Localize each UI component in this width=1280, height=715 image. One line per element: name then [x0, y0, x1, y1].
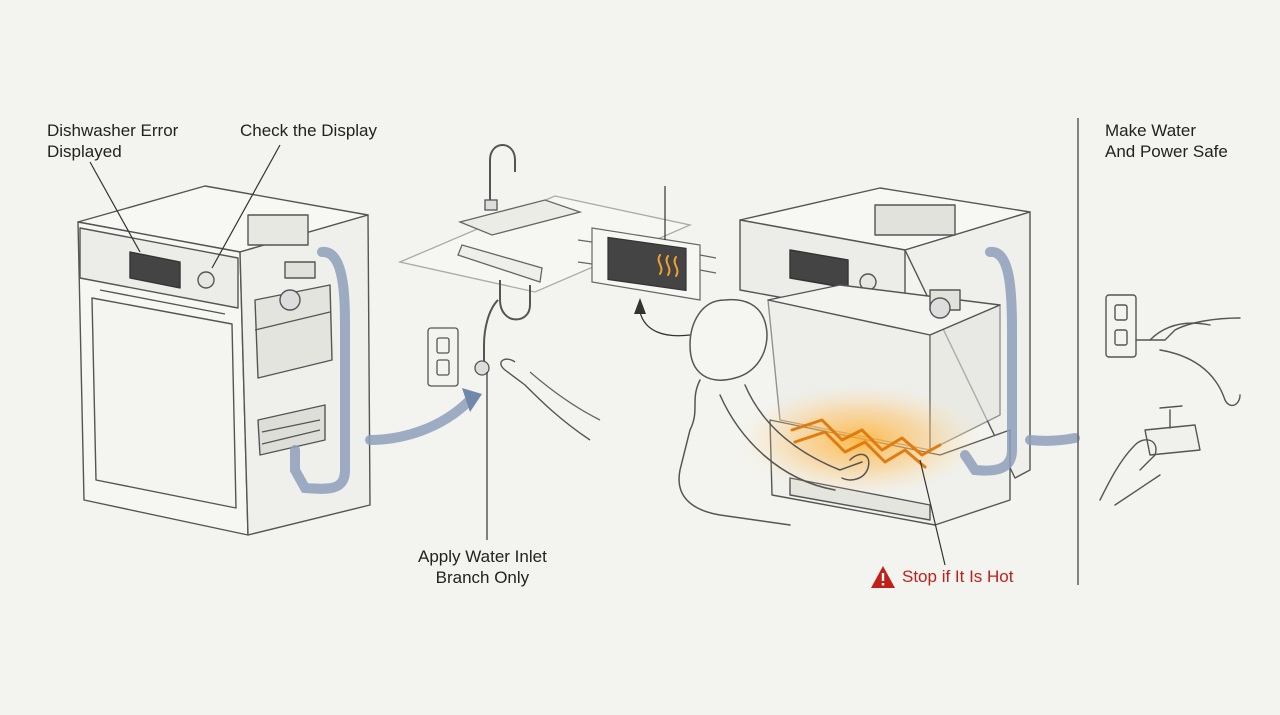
leader-warning: [919, 459, 946, 566]
hose-to-safe: [1025, 433, 1080, 446]
display-panel: [577, 227, 717, 301]
heating-element: [790, 418, 942, 469]
hose-to-sink: [365, 395, 475, 445]
label-check-display: Check the Display: [240, 121, 378, 140]
hose-right: [960, 247, 1017, 476]
dishwasher-left: [77, 185, 371, 536]
label-make-safe: Make Water And Power Safe: [1105, 121, 1228, 161]
arrow-to-display: [639, 311, 691, 337]
safe-panel: [1099, 294, 1241, 506]
arrow-to-sink: [462, 388, 482, 412]
person-technician: [678, 298, 870, 526]
warning-icon: [871, 566, 895, 588]
leader-display: [211, 144, 281, 269]
heater-glow: [740, 385, 980, 495]
sink-area: [397, 144, 693, 441]
label-error-displayed: Dishwasher Error Displayed: [47, 121, 179, 161]
heat-icon: [657, 254, 679, 277]
label-stop-hot: Stop if It Is Hot: [902, 567, 1014, 586]
warning-callout: Stop if It Is Hot: [870, 565, 1014, 589]
label-inlet-branch: Apply Water Inlet Branch Only: [418, 547, 547, 587]
leader-error: [89, 161, 141, 253]
arrow-head-display: [634, 298, 646, 314]
hose-left: [290, 247, 350, 494]
